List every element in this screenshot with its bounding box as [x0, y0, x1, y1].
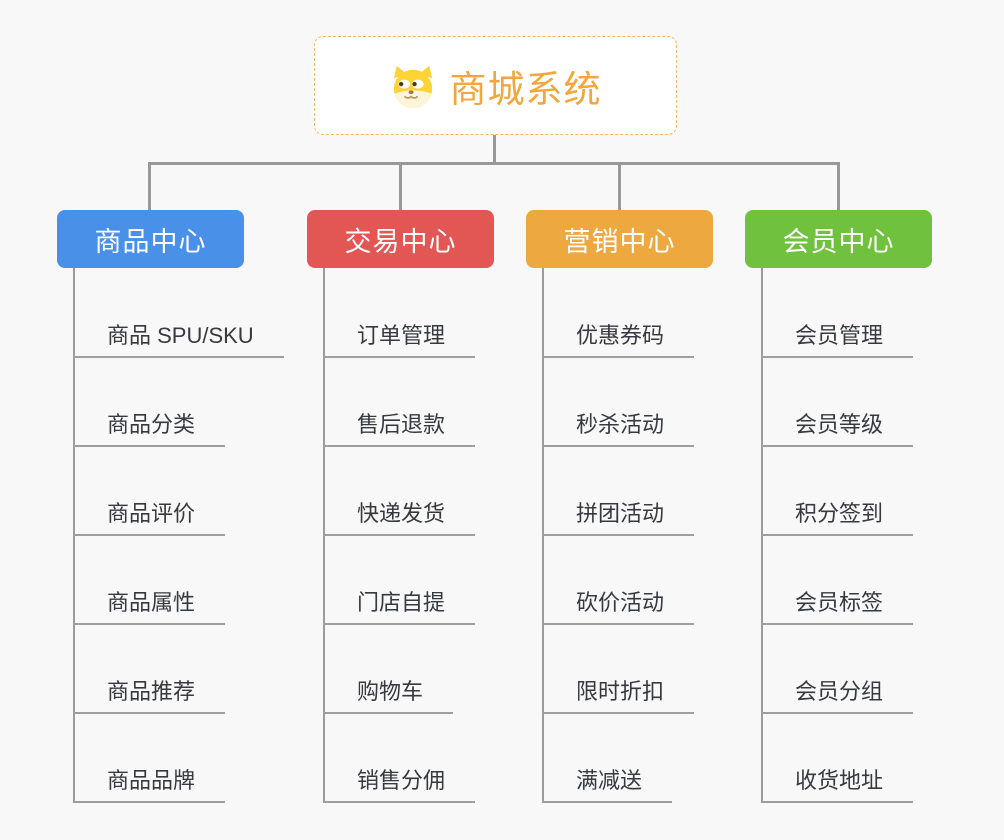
connector-drop-marketing — [618, 162, 621, 210]
node-coupon-code[interactable]: 优惠券码 — [542, 322, 695, 358]
node-aftersale-refund[interactable]: 售后退款 — [323, 411, 476, 447]
dog-face-icon — [390, 63, 436, 109]
root-node-mall-system[interactable]: 商城系统 — [314, 36, 677, 135]
branch-header-products[interactable]: 商品中心 — [57, 210, 244, 268]
branch-header-trade[interactable]: 交易中心 — [307, 210, 494, 268]
node-shipping-address[interactable]: 收货地址 — [761, 767, 914, 803]
branch-trade: 交易中心 订单管理 售后退款 快递发货 门店自提 购物车 销售分佣 — [307, 210, 557, 810]
branch-marketing: 营销中心 优惠券码 秒杀活动 拼团活动 砍价活动 限时折扣 满减送 — [526, 210, 776, 810]
node-bargain-activity[interactable]: 砍价活动 — [542, 589, 695, 625]
node-store-pickup[interactable]: 门店自提 — [323, 589, 476, 625]
branch-header-marketing[interactable]: 营销中心 — [526, 210, 713, 268]
node-express-delivery[interactable]: 快递发货 — [323, 500, 476, 536]
node-full-reduction[interactable]: 满减送 — [542, 767, 673, 803]
connector-drop-member — [837, 162, 840, 210]
node-product-attribute[interactable]: 商品属性 — [73, 589, 226, 625]
node-points-checkin[interactable]: 积分签到 — [761, 500, 914, 536]
node-product-recommend[interactable]: 商品推荐 — [73, 678, 226, 714]
branch-header-member[interactable]: 会员中心 — [745, 210, 932, 268]
root-title: 商城系统 — [449, 68, 602, 110]
connector-bus — [148, 162, 840, 165]
node-sales-commission[interactable]: 销售分佣 — [323, 767, 476, 803]
node-product-spu-sku[interactable]: 商品 SPU/SKU — [73, 322, 284, 358]
node-member-tag[interactable]: 会员标签 — [761, 589, 914, 625]
node-limited-discount[interactable]: 限时折扣 — [542, 678, 695, 714]
node-group-buy[interactable]: 拼团活动 — [542, 500, 695, 536]
node-member-level[interactable]: 会员等级 — [761, 411, 914, 447]
connector-root-stem — [493, 135, 496, 163]
node-product-review[interactable]: 商品评价 — [73, 500, 226, 536]
branch-products: 商品中心 商品 SPU/SKU 商品分类 商品评价 商品属性 商品推荐 商品品牌 — [57, 210, 307, 810]
node-flash-sale[interactable]: 秒杀活动 — [542, 411, 695, 447]
node-order-management[interactable]: 订单管理 — [323, 322, 476, 358]
node-member-management[interactable]: 会员管理 — [761, 322, 914, 358]
branch-member: 会员中心 会员管理 会员等级 积分签到 会员标签 会员分组 收货地址 — [745, 210, 995, 810]
node-product-category[interactable]: 商品分类 — [73, 411, 226, 447]
connector-drop-products — [148, 162, 151, 210]
node-shopping-cart[interactable]: 购物车 — [323, 678, 454, 714]
connector-drop-trade — [399, 162, 402, 210]
node-product-brand[interactable]: 商品品牌 — [73, 767, 226, 803]
node-member-group[interactable]: 会员分组 — [761, 678, 914, 714]
